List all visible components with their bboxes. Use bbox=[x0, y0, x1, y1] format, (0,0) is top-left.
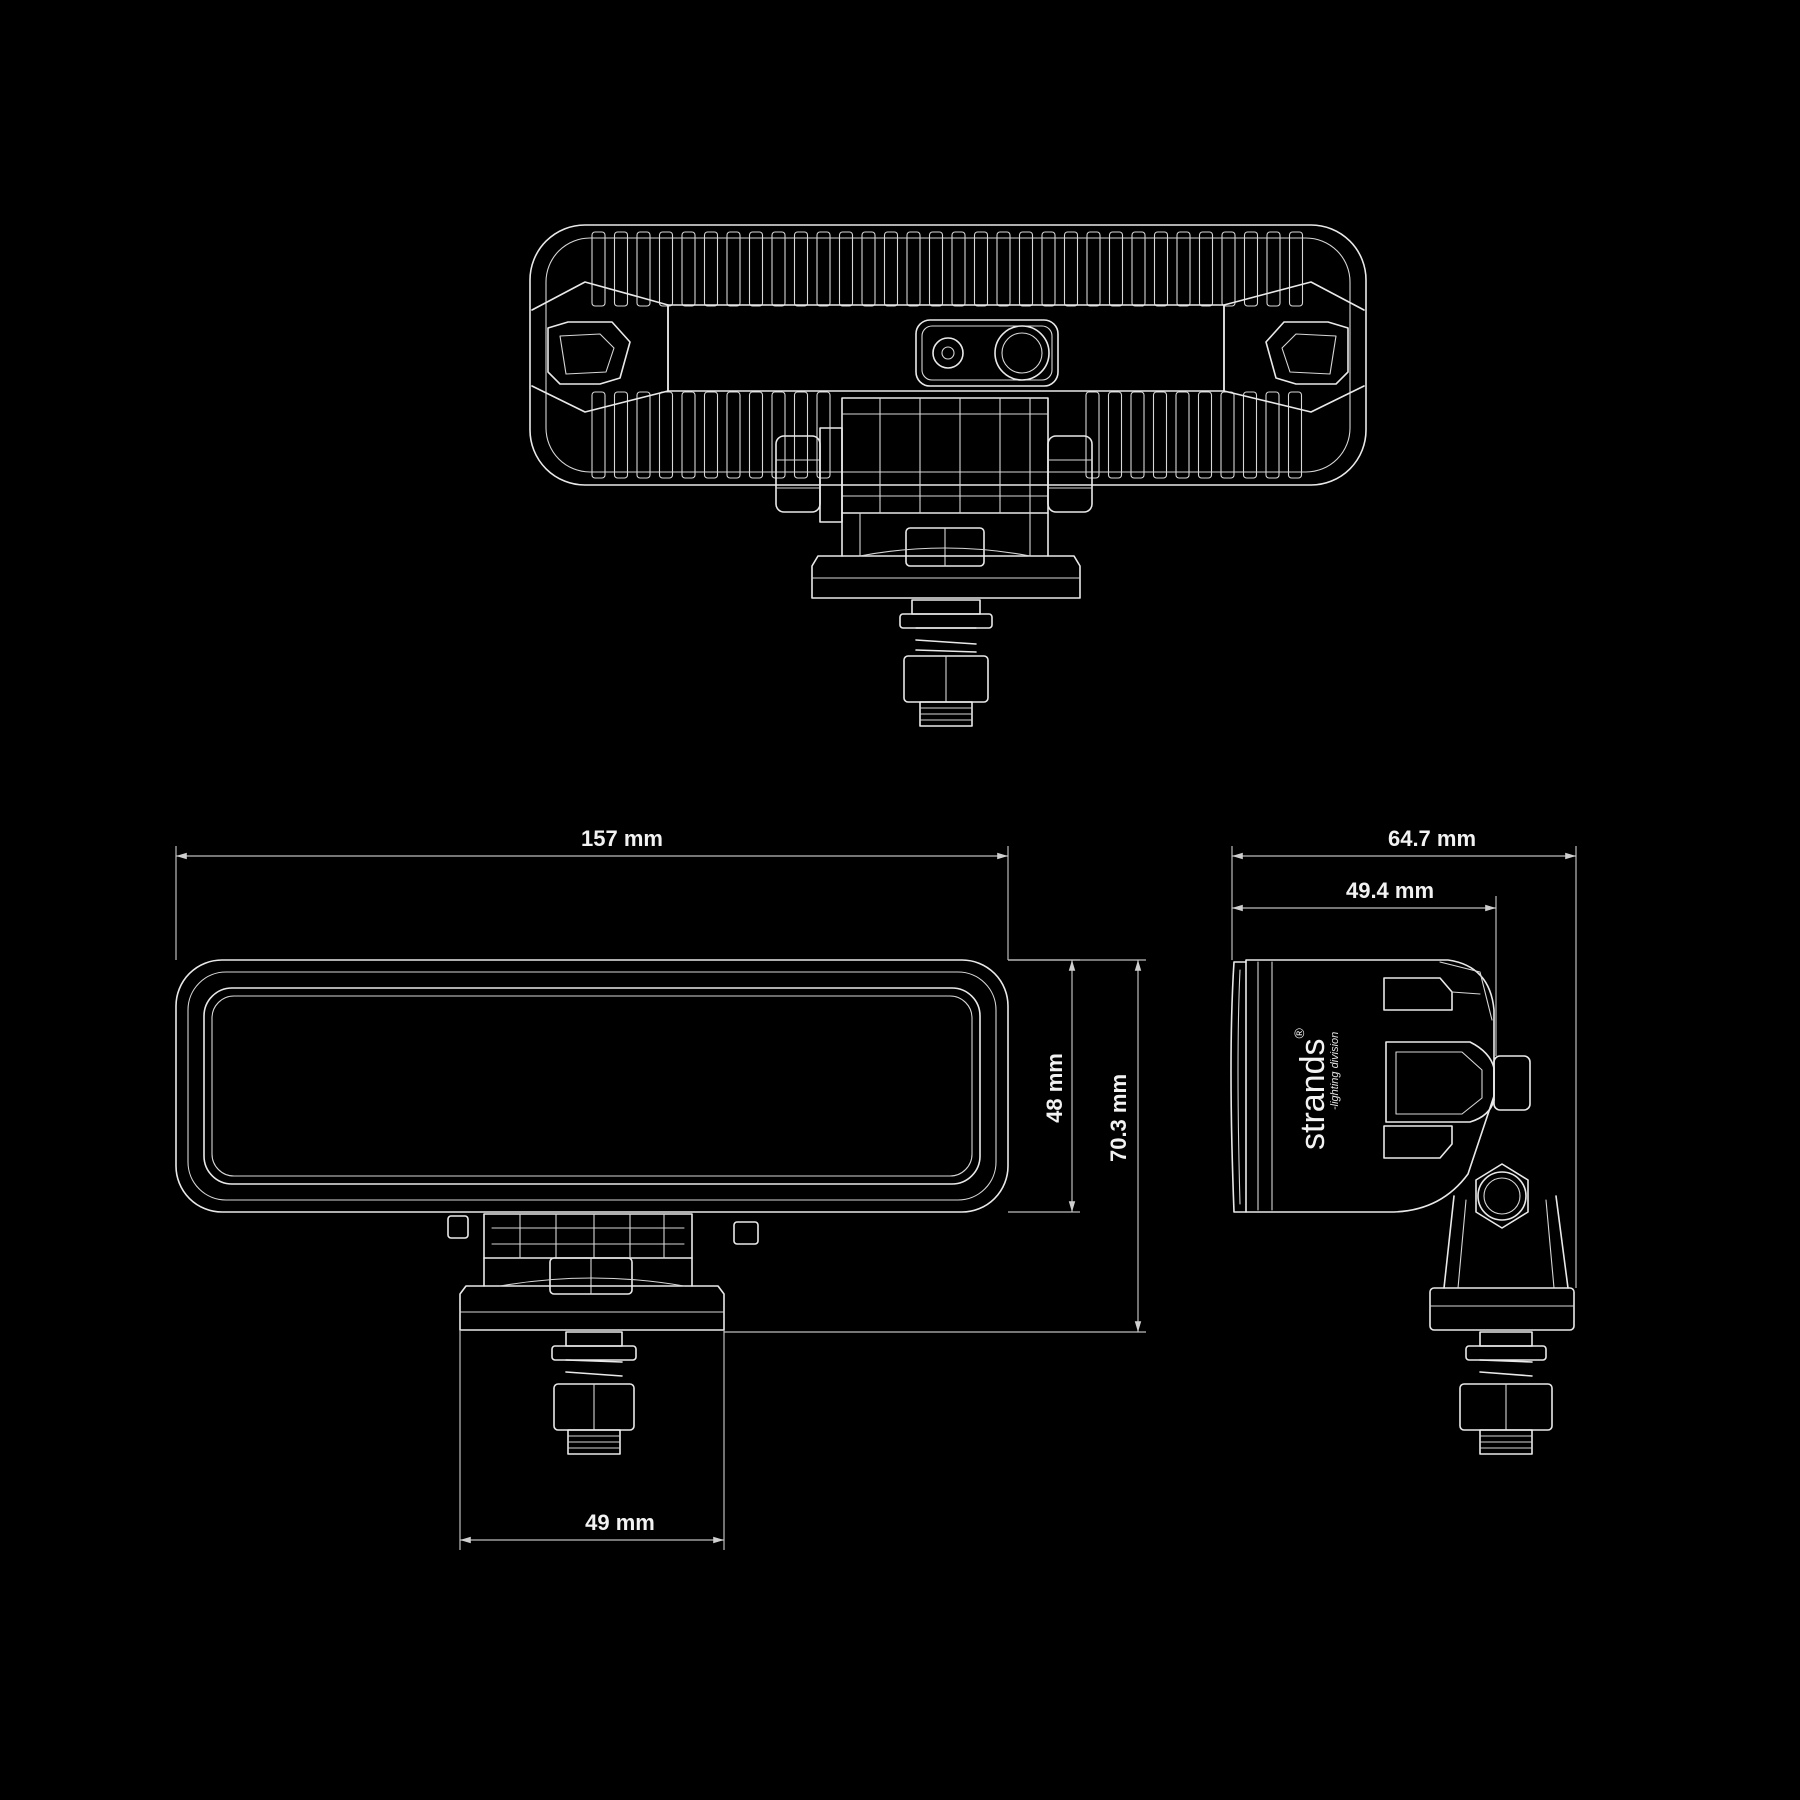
cooling-fin bbox=[838, 231, 854, 307]
cooling-fin bbox=[1242, 391, 1258, 479]
cooling-fin bbox=[636, 391, 651, 479]
brand-logo: strands® -lighting division bbox=[1291, 1028, 1341, 1151]
dim-depth-total: 64.7 mm bbox=[1388, 826, 1476, 851]
cooling-fin bbox=[771, 391, 786, 479]
cooling-fin bbox=[1108, 231, 1124, 307]
rear-center-band bbox=[667, 304, 1225, 392]
cooling-fin bbox=[1153, 231, 1169, 307]
cooling-fin bbox=[591, 231, 606, 307]
dimension-lines bbox=[175, 846, 1577, 1550]
side-pivot-bolt bbox=[1475, 1163, 1529, 1229]
cooling-fin bbox=[973, 231, 989, 307]
cooling-fin bbox=[861, 231, 876, 307]
cooling-fin bbox=[658, 391, 674, 479]
cooling-fin bbox=[1287, 391, 1303, 479]
cooling-fin bbox=[658, 231, 674, 307]
cooling-fin bbox=[793, 231, 809, 307]
cooling-fin bbox=[1152, 391, 1168, 479]
cooling-fin bbox=[1288, 231, 1304, 307]
cooling-fin bbox=[726, 231, 741, 307]
rear-stud bbox=[899, 599, 993, 727]
cooling-fin bbox=[703, 391, 719, 479]
side-connector bbox=[1493, 1055, 1531, 1111]
cooling-fin bbox=[1197, 391, 1213, 479]
side-stud bbox=[1459, 1331, 1553, 1455]
side-housing-outline bbox=[1245, 959, 1495, 1213]
cooling-fin bbox=[1086, 231, 1101, 307]
cooling-fin bbox=[1266, 231, 1281, 307]
registered-mark: ® bbox=[1291, 1028, 1307, 1039]
cooling-fin bbox=[1175, 391, 1190, 479]
front-stud bbox=[551, 1331, 637, 1455]
cooling-fin bbox=[591, 391, 606, 479]
left-mount-tab bbox=[547, 321, 631, 385]
cooling-fin bbox=[726, 391, 741, 479]
rear-housing-outline bbox=[529, 224, 1367, 486]
brand-tagline: -lighting division bbox=[1329, 1032, 1341, 1110]
side-knuckle bbox=[1385, 1041, 1495, 1123]
cooling-fin bbox=[1131, 231, 1146, 307]
left-pivot-bolt bbox=[775, 435, 821, 513]
cooling-fin bbox=[613, 391, 629, 479]
cooling-fin bbox=[928, 231, 944, 307]
dim-height-lens: 48 mm bbox=[1042, 1053, 1067, 1123]
cooling-fin bbox=[1243, 231, 1259, 307]
cooling-fin bbox=[951, 231, 966, 307]
front-housing-outline bbox=[175, 959, 1009, 1213]
right-pivot-bolt bbox=[1047, 435, 1093, 513]
cooling-fin bbox=[748, 391, 764, 479]
cooling-fin bbox=[1063, 231, 1079, 307]
cooling-fin bbox=[748, 231, 764, 307]
small-port bbox=[932, 337, 964, 369]
side-base bbox=[1429, 1287, 1575, 1331]
dim-width-total: 157 mm bbox=[581, 826, 663, 851]
front-bracket bbox=[483, 1213, 693, 1259]
cooling-fin bbox=[1265, 391, 1280, 479]
cooling-fin bbox=[1220, 391, 1235, 479]
cooling-fin bbox=[681, 231, 696, 307]
cooling-fin bbox=[1176, 231, 1191, 307]
side-view: strands® -lighting division bbox=[1230, 959, 1575, 1455]
side-lens-bezel bbox=[1230, 961, 1247, 1213]
cooling-fin bbox=[906, 231, 921, 307]
cooling-fin bbox=[771, 231, 786, 307]
cooling-fin bbox=[1130, 391, 1145, 479]
cooling-fin bbox=[1198, 231, 1214, 307]
front-lens bbox=[203, 987, 981, 1185]
dimension-labels: 157 mm 48 mm 70.3 mm 49 mm 64.7 mm 49.4 … bbox=[581, 826, 1476, 1535]
cooling-fin bbox=[1107, 391, 1123, 479]
dim-depth-housing: 49.4 mm bbox=[1346, 878, 1434, 903]
cooling-fins-top bbox=[591, 231, 1304, 307]
right-mount-tab bbox=[1265, 321, 1349, 385]
cooling-fin bbox=[1018, 231, 1034, 307]
front-view bbox=[175, 959, 1009, 1455]
rear-view bbox=[529, 224, 1367, 727]
cooling-fin bbox=[996, 231, 1011, 307]
cooling-fin bbox=[793, 391, 809, 479]
cooling-fin bbox=[816, 231, 831, 307]
brand-name: strands bbox=[1294, 1039, 1332, 1151]
rear-connector-module bbox=[915, 319, 1059, 387]
cooling-fin bbox=[1041, 231, 1056, 307]
cooling-fin bbox=[636, 231, 651, 307]
cooling-fin bbox=[613, 231, 629, 307]
cooling-fin bbox=[703, 231, 719, 307]
cooling-fin bbox=[1221, 231, 1236, 307]
cooling-fin bbox=[681, 391, 696, 479]
cable-port bbox=[994, 325, 1050, 381]
cooling-fin bbox=[883, 231, 899, 307]
cooling-fin bbox=[816, 391, 831, 479]
dim-bracket-width: 49 mm bbox=[585, 1510, 655, 1535]
dim-height-total: 70.3 mm bbox=[1106, 1074, 1131, 1162]
cooling-fins-bottom bbox=[591, 391, 1303, 479]
svg-text:strands®: strands® bbox=[1291, 1028, 1332, 1151]
